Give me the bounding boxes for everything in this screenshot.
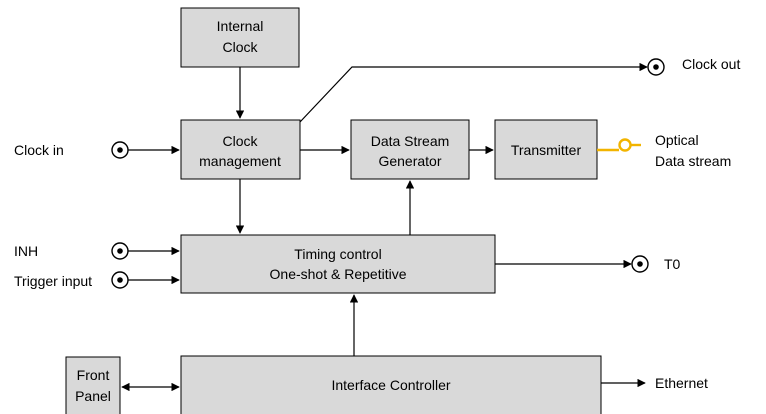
optical-fiber-connector: [597, 138, 641, 152]
inh-jack-icon[interactable]: [111, 242, 129, 260]
front-panel-label-1: Front: [77, 367, 110, 383]
transmitter-label: Transmitter: [511, 142, 582, 158]
data-stream-generator-block: Data Stream Generator: [350, 119, 470, 180]
transmitter-block: Transmitter: [494, 119, 598, 180]
data-stream-generator-label-2: Generator: [378, 153, 441, 169]
trigger-input-jack-icon[interactable]: [111, 271, 129, 289]
clock-management-label-1: Clock: [222, 133, 258, 149]
internal-clock-label-2: Clock: [222, 39, 258, 55]
timing-control-block: Timing control One-shot & Repetitive: [180, 234, 496, 294]
inh-label: INH: [14, 243, 38, 259]
optical-label-2: Data stream: [655, 153, 731, 169]
clock-in-jack-icon[interactable]: [111, 141, 129, 159]
clock-out-jack-icon[interactable]: [647, 58, 665, 76]
internal-clock-label-1: Internal: [217, 18, 264, 34]
clock-out-label: Clock out: [682, 56, 740, 72]
ethernet-label: Ethernet: [655, 375, 708, 391]
timing-control-label-2: One-shot & Repetitive: [270, 266, 407, 282]
arrow-clock-out: [299, 62, 648, 123]
interface-controller-label: Interface Controller: [331, 377, 450, 393]
clock-management-block: Clock management: [180, 119, 301, 180]
front-panel-block: Front Panel: [65, 356, 121, 414]
interface-controller-block: Interface Controller: [180, 355, 602, 414]
timing-control-label-1: Timing control: [294, 246, 381, 262]
optical-label-1: Optical: [655, 132, 699, 148]
trigger-input-label: Trigger input: [14, 273, 92, 289]
clock-in-label: Clock in: [14, 142, 64, 158]
data-stream-generator-label-1: Data Stream: [371, 133, 450, 149]
front-panel-label-2: Panel: [75, 388, 111, 404]
t0-label: T0: [664, 256, 681, 272]
clock-management-label-2: management: [199, 153, 281, 169]
t0-jack-icon[interactable]: [631, 255, 649, 273]
internal-clock-block: Internal Clock: [180, 7, 300, 68]
